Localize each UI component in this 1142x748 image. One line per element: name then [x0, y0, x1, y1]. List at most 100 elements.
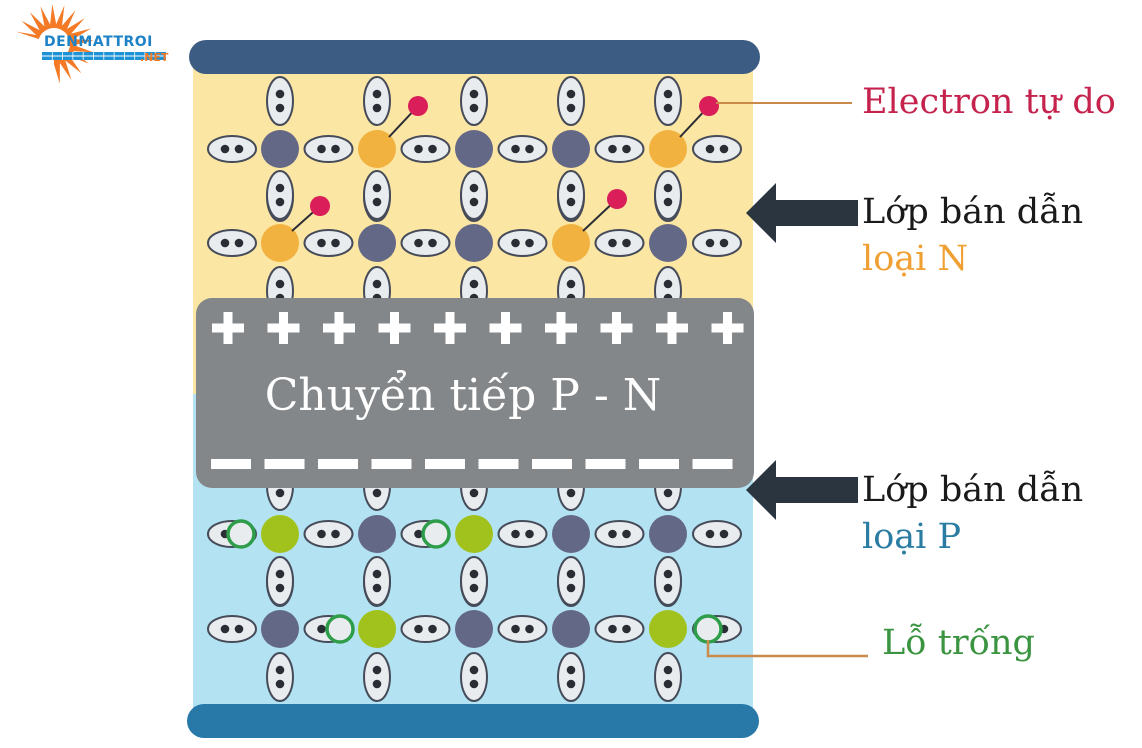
covalent-bond-pair	[400, 229, 451, 257]
covalent-bond-pair	[594, 135, 645, 163]
acceptor-atom	[358, 610, 396, 648]
silicon-atom	[455, 130, 493, 168]
covalent-bond-pair	[594, 229, 645, 257]
covalent-bond-pair	[497, 615, 548, 643]
covalent-bond-pair	[303, 520, 354, 548]
covalent-bond-pair	[266, 170, 294, 220]
covalent-bond-pair	[692, 520, 742, 548]
covalent-bond-pair	[654, 556, 682, 606]
covalent-bond-pair	[460, 556, 488, 606]
covalent-bond-pair	[692, 135, 742, 163]
negative-charge	[639, 459, 679, 469]
negative-charge	[532, 459, 572, 469]
covalent-bond-pair	[594, 615, 645, 643]
hole-leader	[706, 640, 868, 658]
positive-charge	[489, 312, 522, 344]
covalent-bond-pair	[594, 520, 645, 548]
free-electron	[607, 189, 627, 209]
free-electron	[310, 196, 330, 216]
donor-atom	[552, 224, 590, 262]
junction-title: Chuyển tiếp P - N	[265, 369, 662, 421]
covalent-bond-pair	[654, 76, 682, 126]
hole-label: Lỗ trống	[882, 623, 1035, 663]
positive-charge	[267, 312, 300, 344]
negative-charge	[478, 459, 519, 469]
covalent-bond-pair	[460, 76, 488, 126]
bottom-electrode	[187, 704, 759, 738]
covalent-bond-pair	[497, 520, 548, 548]
positive-charge	[656, 312, 688, 344]
depletion-region	[196, 298, 754, 488]
silicon-atom	[358, 515, 396, 553]
negative-charge	[371, 459, 412, 469]
negative-charge	[264, 459, 305, 469]
logo-brand-text: DENMATTROI	[44, 34, 153, 50]
covalent-bond-pair	[557, 170, 585, 220]
free-electron	[408, 96, 428, 116]
covalent-bond-pair	[654, 652, 682, 702]
acceptor-atom	[649, 610, 687, 648]
brand-logo	[16, 4, 166, 84]
covalent-bond-pair	[692, 229, 742, 257]
positive-charge	[212, 312, 244, 344]
positive-charge	[434, 312, 466, 344]
positive-charge	[378, 312, 411, 344]
top-electrode	[189, 40, 760, 74]
donor-atom	[261, 224, 299, 262]
covalent-bond-pair	[557, 76, 585, 126]
negative-charge	[585, 459, 626, 469]
covalent-bond-pair	[460, 652, 488, 702]
negative-charge	[318, 459, 358, 469]
covalent-bond-pair	[497, 229, 548, 257]
donor-atom	[358, 130, 396, 168]
silicon-atom	[552, 130, 590, 168]
covalent-bond-pair	[497, 135, 548, 163]
covalent-bond-pair	[363, 652, 391, 702]
covalent-bond-pair	[363, 556, 391, 606]
free-electron-label: Electron tự do	[862, 82, 1116, 122]
covalent-bond-pair	[400, 135, 451, 163]
covalent-bond-pair	[460, 170, 488, 220]
covalent-bond-pair	[654, 170, 682, 220]
positive-charge	[323, 312, 355, 344]
hole	[325, 614, 355, 644]
silicon-atom	[455, 610, 493, 648]
acceptor-atom	[455, 515, 493, 553]
silicon-atom	[358, 224, 396, 262]
negative-charge	[211, 459, 251, 469]
silicon-atom	[649, 515, 687, 553]
n-layer-label-line1: Lớp bán dẫn	[862, 192, 1084, 232]
silicon-atom	[455, 224, 493, 262]
silicon-atom	[261, 130, 299, 168]
hole	[693, 614, 723, 644]
covalent-bond-pair	[266, 652, 294, 702]
donor-atom	[649, 130, 687, 168]
logo-suffix-text: .NET	[140, 51, 169, 64]
covalent-bond-pair	[303, 229, 354, 257]
covalent-bond-pair	[207, 229, 257, 257]
silicon-atom	[552, 515, 590, 553]
covalent-bond-pair	[207, 135, 257, 163]
covalent-bond-pair	[266, 76, 294, 126]
silicon-atom	[261, 610, 299, 648]
covalent-bond-pair	[363, 170, 391, 220]
silicon-atom	[649, 224, 687, 262]
acceptor-atom	[261, 515, 299, 553]
covalent-bond-pair	[266, 556, 294, 606]
hole	[421, 519, 451, 549]
n-layer-arrow	[746, 183, 858, 243]
hole	[226, 519, 256, 549]
covalent-bond-pair	[400, 615, 451, 643]
covalent-bond-pair	[557, 556, 585, 606]
p-layer-label-line2: loại P	[862, 517, 962, 557]
negative-charge	[425, 459, 465, 469]
covalent-bond-pair	[557, 652, 585, 702]
covalent-bond-pair	[207, 615, 257, 643]
positive-charge	[600, 312, 633, 344]
p-layer-arrow	[746, 460, 858, 520]
covalent-bond-pair	[363, 76, 391, 126]
positive-charge	[545, 312, 577, 344]
covalent-bond-pair	[303, 135, 354, 163]
n-layer-label-line2: loại N	[862, 239, 969, 279]
positive-charge	[711, 312, 744, 344]
